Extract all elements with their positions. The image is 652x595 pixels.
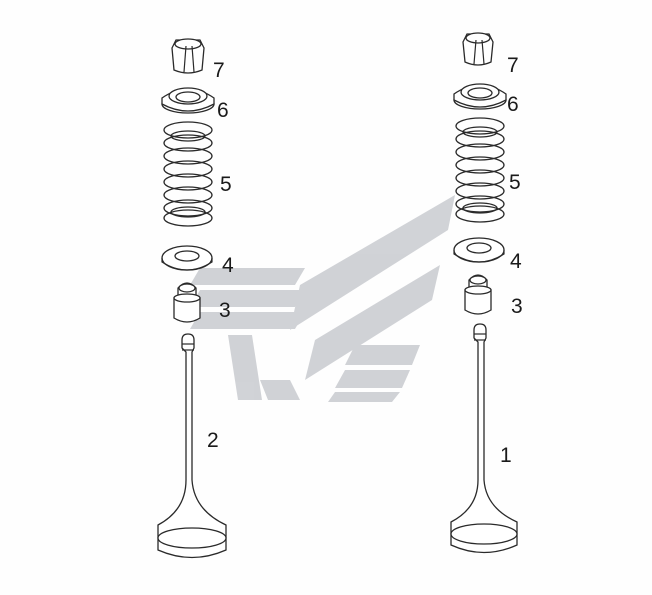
- watermark-logo: [190, 195, 455, 402]
- left-retainer: [161, 87, 215, 114]
- left-callout-spring: 5: [220, 173, 232, 196]
- right-callout-keeper: 7: [507, 54, 519, 77]
- left-keeper: [171, 38, 205, 74]
- right-callout-valve: 1: [500, 444, 512, 467]
- right-callout-spring: 5: [509, 171, 521, 194]
- right-callout-retainer: 6: [507, 93, 519, 116]
- left-callout-retainer: 6: [217, 99, 229, 122]
- left-valve-assembly: [157, 38, 227, 559]
- right-valve: [450, 323, 518, 554]
- left-stem-seal: [173, 282, 201, 323]
- left-spring: [163, 121, 213, 227]
- right-spring-seat: [453, 237, 505, 263]
- right-valve-assembly: [450, 32, 518, 554]
- right-spring: [455, 117, 505, 223]
- right-stem-seal: [464, 274, 492, 315]
- left-callout-valve: 2: [207, 429, 219, 452]
- left-callout-spring-seat: 4: [222, 254, 234, 277]
- right-retainer: [453, 83, 507, 110]
- left-valve: [157, 333, 227, 559]
- left-callout-keeper: 7: [213, 59, 225, 82]
- right-callout-spring-seat: 4: [510, 250, 522, 273]
- right-callout-stem-seal: 3: [511, 295, 523, 318]
- left-spring-seat: [161, 245, 213, 271]
- left-callout-stem-seal: 3: [219, 299, 231, 322]
- right-keeper: [462, 32, 494, 66]
